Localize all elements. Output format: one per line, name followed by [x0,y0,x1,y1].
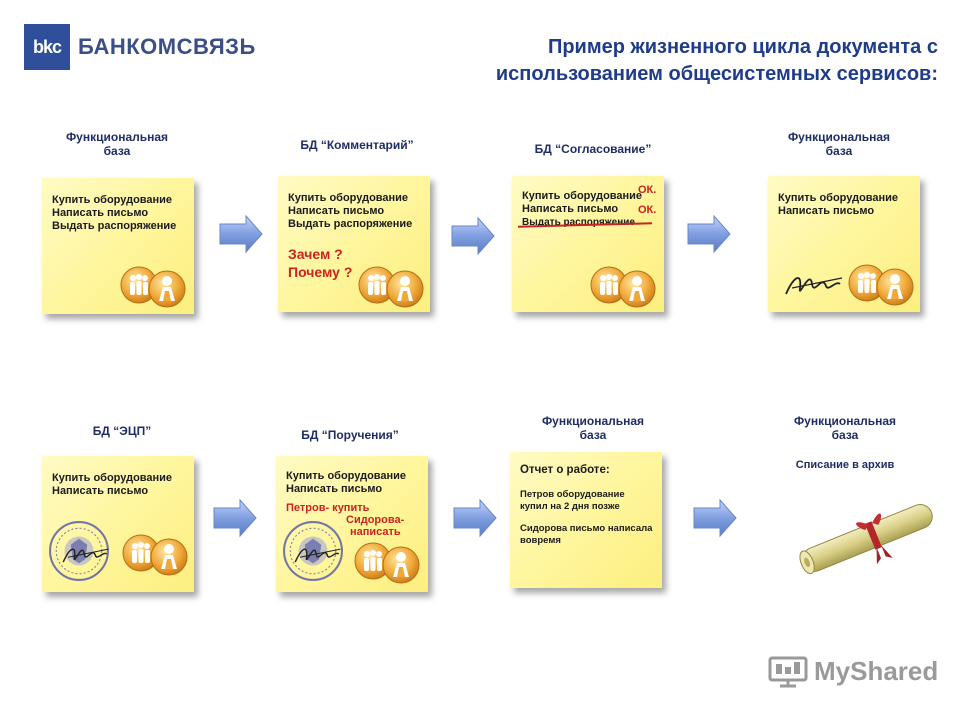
note-line: Купить оборудование [286,470,407,482]
person-icon [150,538,188,576]
stage-7-title-line1: Функциональная [541,414,645,428]
watermark: MyShared [768,654,938,688]
archive-label: Списание в архив [795,459,895,471]
watermark-text: MyShared [814,655,939,686]
task-sidorova: Сидорова- [346,514,405,526]
signature-icon [294,548,342,563]
stage-6-note: Купить оборудование Написать письмо Петр… [276,456,428,592]
stage-5-title-line1: БД “ЭЦП” [92,424,152,438]
stage-7-title-line2: база [579,428,607,442]
approval-ok-2: ОК. [638,204,657,216]
slide-title: Пример жизненного цикла документа с испо… [378,34,938,88]
title-line-1: Пример жизненного цикла документа с [547,36,938,58]
task-petrov: Петров- купить [286,502,370,514]
stage-8-title-line2: база [831,428,859,442]
note-line: Купить оборудование [52,194,173,206]
comment-why-2: Почему ? [288,264,353,280]
person-icon [382,546,420,584]
stage-1-note: Купить оборудование Написать письмо Выда… [42,178,194,314]
stage-4-title: Функциональная база [784,130,894,158]
signature-icon [785,277,843,295]
flow-arrow-icon [213,499,257,537]
report-line: Петров оборудование [520,489,625,500]
stage-1-title: Функциональная база [62,130,172,158]
stage-6-title-line1: БД “Поручения” [301,428,399,442]
stage-6-title: БД “Поручения” [288,428,412,442]
person-icon [148,270,186,308]
stage-1-title-line2: база [103,144,131,158]
stage-7-title: Функциональная база [538,414,648,442]
stage-3-note: Купить оборудование Написать письмо Выда… [512,176,664,312]
note-line: Написать письмо [52,485,149,497]
archive-scroll-icon [799,504,933,575]
note-line: Выдать распоряжение [522,217,635,228]
stage-4-title-line1: Функциональная [787,130,891,144]
report-title: Отчет о работе: [520,464,610,476]
approval-ok-1: ОК. [638,184,657,196]
comment-why: Зачем ? [288,246,343,262]
signature-icon [62,548,110,563]
stage-2-note: Купить оборудование Написать письмо Выда… [278,176,430,312]
presentation-board-icon [768,656,808,688]
flow-arrow-icon [693,499,737,537]
person-icon [876,268,914,306]
note-line: Написать письмо [288,205,385,217]
stage-3-title: БД “Согласование” [528,142,658,156]
note-line: Купить оборудование [52,472,173,484]
flow-arrow-icon [451,217,495,255]
note-line: Написать письмо [522,203,619,215]
stage-5-title: БД “ЭЦП” [72,424,172,438]
note-line: Выдать распоряжение [288,218,413,230]
stage-3-title-line1: БД “Согласование” [534,142,652,156]
task-sidorova-2: написать [350,526,401,538]
report-line: Сидорова письмо написала [520,523,653,534]
report-line: вовремя [520,535,561,546]
stage-4-note: Купить оборудование Написать письмо [768,176,920,312]
note-line: Написать письмо [778,205,875,217]
flow-arrow-icon [219,215,263,253]
note-line: Купить оборудование [778,192,899,204]
title-line-2: использованием общесистемных сервисов: [495,63,938,85]
stage-5-note: Купить оборудование Написать письмо [42,456,194,592]
stage-8-title: Функциональная база [790,414,900,442]
stage-7-note: Отчет о работе: Петров оборудование купи… [510,452,662,588]
flow-arrow-icon [687,215,731,253]
report-line: купил на 2 дня позже [520,501,620,512]
stage-8-title-line1: Функциональная [793,414,897,428]
note-line: Купить оборудование [288,192,409,204]
note-line: Выдать распоряжение [52,220,177,232]
stage-2-title: БД “Комментарий” [292,138,422,152]
note-line: Написать письмо [52,207,149,219]
logo-name: БАНКОМСВЯЗЬ [78,34,256,59]
stage-2-title-line1: БД “Комментарий” [300,138,414,152]
stage-1-title-line1: Функциональная [65,130,169,144]
person-icon [386,270,424,308]
note-line: Написать письмо [286,483,383,495]
note-line: Купить оборудование [522,190,643,202]
company-logo: bkc БАНКОМСВЯЗЬ [24,24,256,70]
flow-arrow-icon [453,499,497,537]
person-icon [618,270,656,308]
logo-mark: bkc [24,24,70,70]
stage-4-title-line2: база [825,144,853,158]
